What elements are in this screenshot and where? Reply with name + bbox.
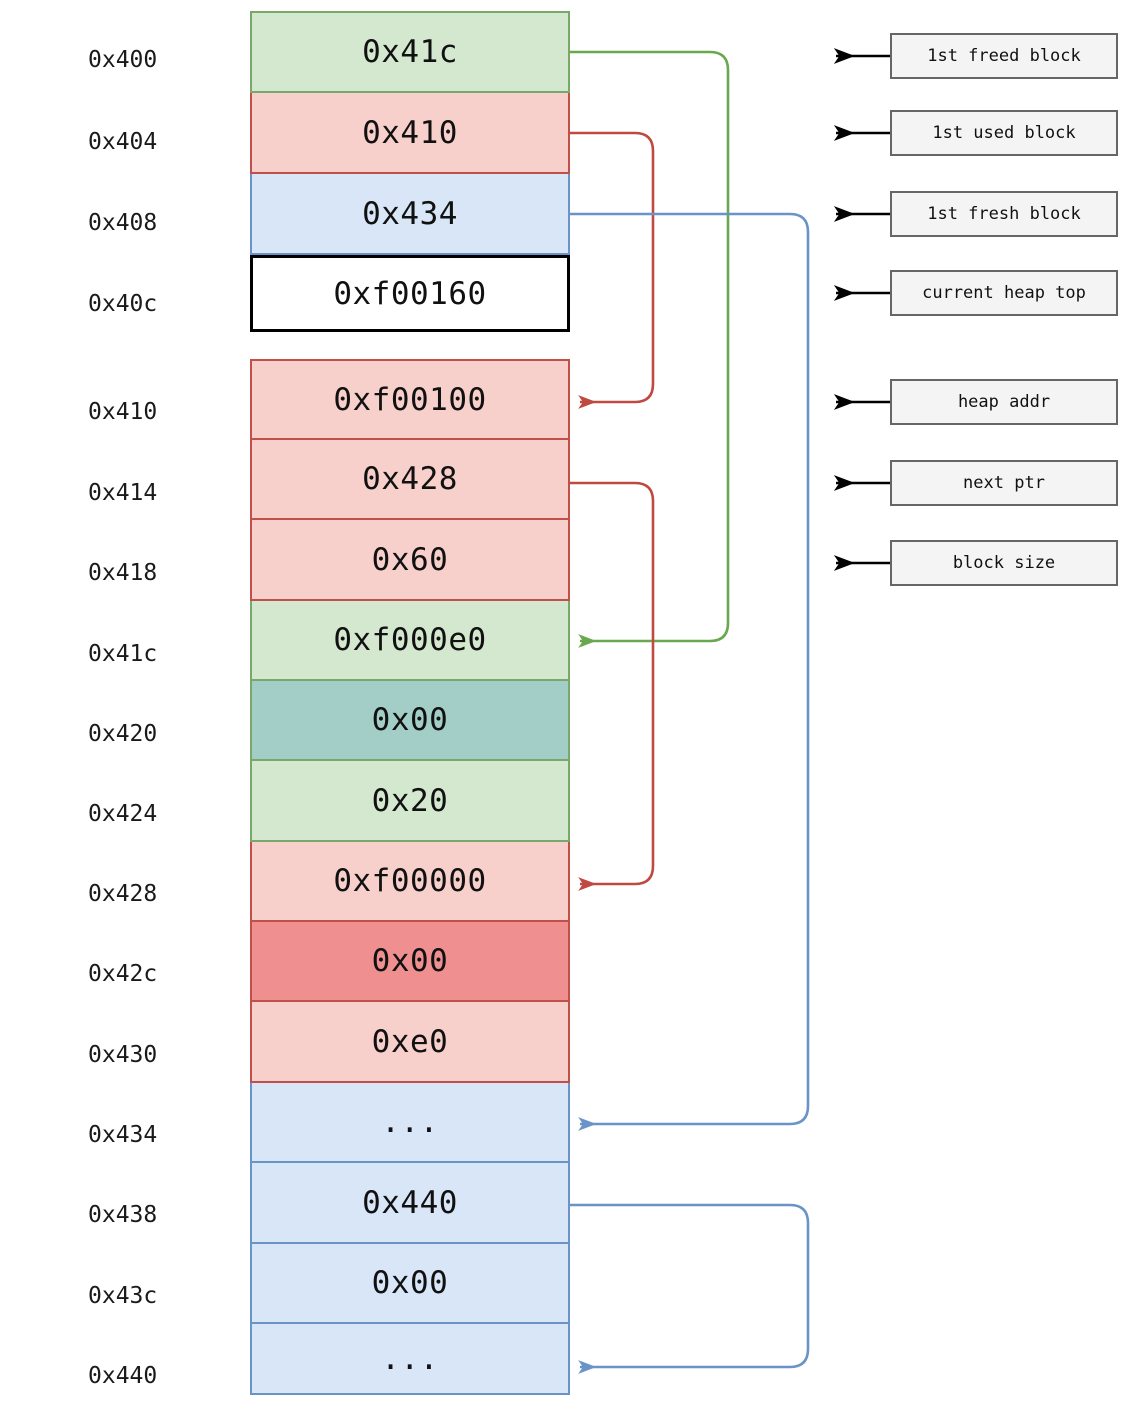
memory-cell-0x428: 0xf00000 bbox=[250, 842, 570, 922]
memory-cell-0x414: 0x428 bbox=[250, 440, 570, 520]
address-label-0x404: 0x404 bbox=[88, 129, 158, 155]
memory-cell-0x438: 0x440 bbox=[250, 1163, 570, 1244]
memory-cell-0x400: 0x41c bbox=[250, 11, 570, 93]
legend-box-current-heap-top: current heap top bbox=[890, 270, 1118, 316]
pointer-arrow-0x408-to-0x434 bbox=[570, 212, 810, 1131]
address-label-0x400: 0x400 bbox=[88, 47, 158, 73]
memory-cell-0x408: 0x434 bbox=[250, 174, 570, 255]
legend-box-heap-addr: heap addr bbox=[890, 379, 1118, 425]
address-label-0x414: 0x414 bbox=[88, 480, 158, 506]
address-label-0x408: 0x408 bbox=[88, 210, 158, 236]
memory-cell-0x42c: 0x00 bbox=[250, 922, 570, 1002]
memory-cell-0x418: 0x60 bbox=[250, 520, 570, 601]
memory-cell-0x43c: 0x00 bbox=[250, 1244, 570, 1324]
address-label-0x41c: 0x41c bbox=[88, 641, 158, 667]
memory-cell-0x40c: 0xf00160 bbox=[250, 255, 570, 332]
address-label-0x420: 0x420 bbox=[88, 721, 158, 747]
memory-cell-0x424: 0x20 bbox=[250, 761, 570, 842]
legend-box-1st-used-block: 1st used block bbox=[890, 110, 1118, 156]
address-label-0x428: 0x428 bbox=[88, 881, 158, 907]
address-label-0x440: 0x440 bbox=[88, 1363, 158, 1389]
pointer-arrow-0x438-to-0x440 bbox=[570, 1203, 810, 1374]
pointer-arrow-0x414-to-0x428 bbox=[570, 481, 655, 891]
address-label-0x410: 0x410 bbox=[88, 399, 158, 425]
address-label-0x434: 0x434 bbox=[88, 1122, 158, 1148]
memory-cell-0x41c: 0xf000e0 bbox=[250, 601, 570, 681]
memory-cell-0x440: ... bbox=[250, 1324, 570, 1395]
address-label-0x42c: 0x42c bbox=[88, 961, 158, 987]
memory-cell-0x420: 0x00 bbox=[250, 681, 570, 761]
memory-cell-0x434: ... bbox=[250, 1083, 570, 1163]
pointer-arrow-0x400-to-0x41c bbox=[570, 50, 730, 648]
address-label-0x424: 0x424 bbox=[88, 801, 158, 827]
legend-box-next-ptr: next ptr bbox=[890, 460, 1118, 506]
legend-box-1st-fresh-block: 1st fresh block bbox=[890, 191, 1118, 237]
memory-cell-0x430: 0xe0 bbox=[250, 1002, 570, 1083]
memory-cell-0x410: 0xf00100 bbox=[250, 359, 570, 440]
address-label-0x40c: 0x40c bbox=[88, 291, 158, 317]
address-label-0x430: 0x430 bbox=[88, 1042, 158, 1068]
legend-box-block-size: block size bbox=[890, 540, 1118, 586]
address-label-0x418: 0x418 bbox=[88, 560, 158, 586]
address-label-0x438: 0x438 bbox=[88, 1202, 158, 1228]
legend-box-1st-freed-block: 1st freed block bbox=[890, 33, 1118, 79]
pointer-arrow-0x404-to-0x410 bbox=[570, 131, 655, 409]
address-label-0x43c: 0x43c bbox=[88, 1283, 158, 1309]
memory-cell-0x404: 0x410 bbox=[250, 93, 570, 174]
